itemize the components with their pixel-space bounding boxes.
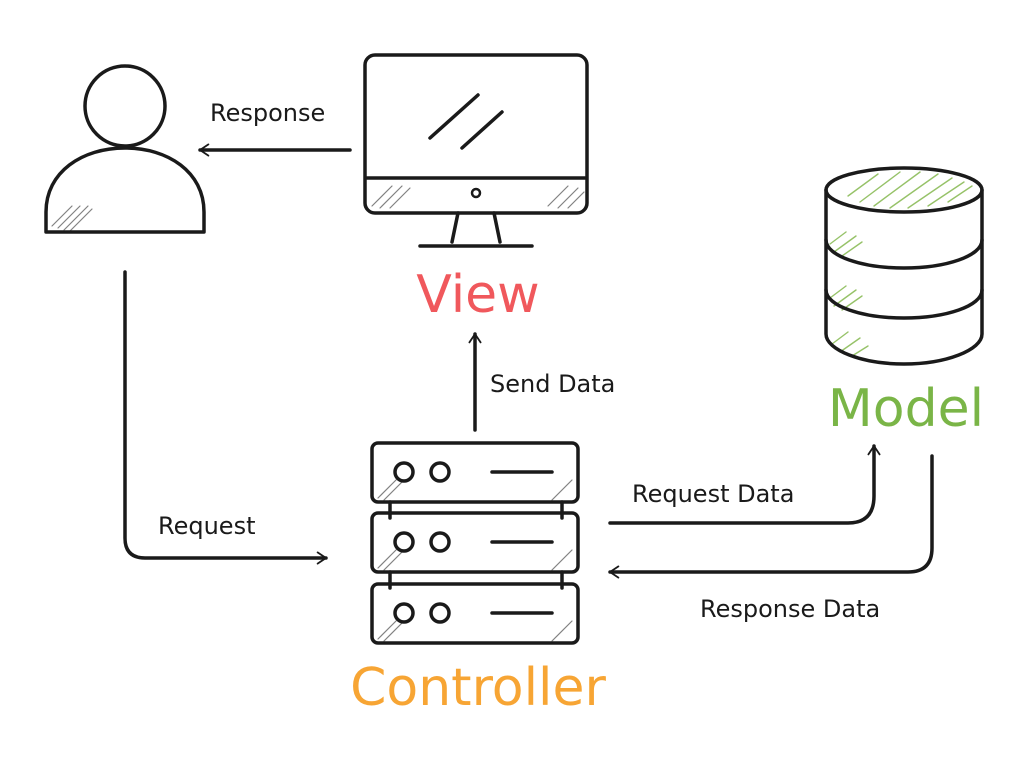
- controller-title: Controller: [350, 658, 606, 718]
- server-unit: [370, 582, 580, 645]
- server-icon: [370, 441, 580, 645]
- send-data-label: Send Data: [490, 370, 615, 398]
- server-unit: [370, 511, 580, 574]
- request-data-arrow: [608, 444, 881, 525]
- request-data-label: Request Data: [632, 480, 794, 508]
- request-arrow: [123, 270, 328, 565]
- request-label: Request: [158, 512, 256, 540]
- response-data-arrow: [608, 454, 934, 579]
- monitor-icon: [363, 53, 589, 248]
- response-data-label: Response Data: [700, 595, 880, 623]
- user-icon: [44, 64, 206, 234]
- server-unit: [370, 441, 580, 504]
- database-icon: [824, 166, 984, 366]
- response-label: Response: [210, 99, 325, 127]
- model-title: Model: [828, 379, 984, 439]
- view-title: View: [416, 265, 539, 325]
